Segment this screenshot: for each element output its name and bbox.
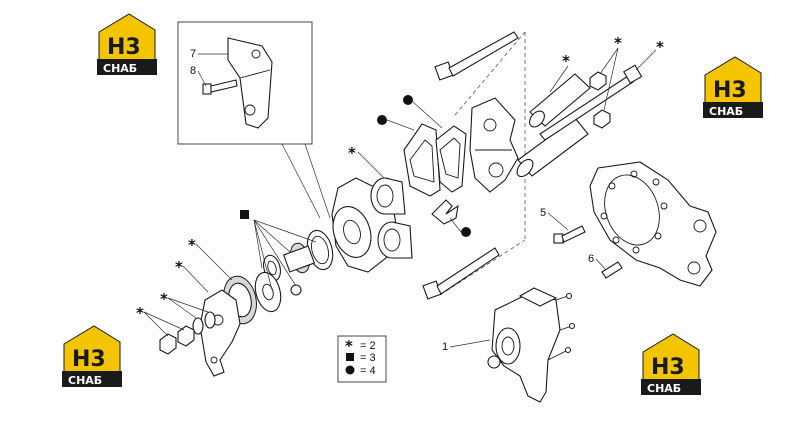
nut-lower-small (593, 109, 611, 129)
callout-7: 7 (190, 48, 196, 60)
logo-letters: Н3 (107, 35, 141, 60)
logo-letters: Н3 (72, 347, 106, 372)
pad-spring-clip (431, 199, 459, 225)
washer-small (290, 284, 302, 296)
sleeve-upper (529, 73, 591, 128)
bolt-part-8 (202, 79, 238, 95)
brake-pad-rear (435, 125, 467, 193)
logo-letters: Н3 (651, 355, 685, 380)
square-mark-seals (240, 210, 249, 219)
legend-star-symbol: * (345, 337, 353, 355)
bolt-right-upper (539, 64, 643, 141)
legend-circle-symbol (345, 365, 355, 375)
callout-6: 6 (588, 253, 594, 265)
assembled-caliper-part-1 (487, 287, 576, 403)
star-mark-flange: * (175, 258, 183, 276)
long-bolt-lower (422, 247, 500, 300)
quantity-legend: * = 2 = 3 = 4 (337, 335, 387, 383)
sleeve-lower (516, 117, 589, 178)
nut-upper-small (589, 71, 607, 91)
logo-word: СНАБ (647, 382, 681, 395)
star-mark-nuts: * (614, 34, 622, 52)
callout-5: 5 (540, 207, 546, 219)
seal-ring-medium (283, 242, 315, 274)
circle-mark-pad-rear (403, 95, 413, 105)
legend-square-text: = 3 (360, 352, 376, 364)
brake-pad-front (403, 123, 441, 197)
logo-top-left: Н3 СНАБ (97, 13, 157, 75)
legend-square-symbol (346, 353, 354, 361)
logo-bottom-left: Н3 СНАБ (62, 325, 122, 387)
washer-left-2 (192, 317, 204, 335)
star-mark-bolt: * (656, 38, 664, 56)
callout-1: 1 (442, 341, 448, 353)
piston-lower (377, 221, 413, 259)
star-mark-nuts-left: * (136, 304, 144, 322)
mounting-plate (589, 161, 717, 287)
callout-8: 8 (190, 65, 196, 77)
washer-left-1 (204, 311, 216, 329)
nut-left-1 (177, 325, 195, 347)
star-mark-sleeves: * (562, 52, 570, 70)
logo-word: СНАБ (103, 62, 137, 75)
star-mark-pistons: * (348, 144, 356, 162)
inset-pointer-line-2 (304, 143, 331, 219)
nut-left-2 (159, 333, 177, 355)
caliper-body (469, 97, 519, 193)
logo-top-right: Н3 СНАБ (703, 56, 763, 118)
dashed-axis-lower (439, 239, 526, 296)
pin-part-6 (601, 261, 623, 279)
piston-upper (370, 177, 406, 215)
star-mark-bearing: * (188, 236, 196, 254)
retaining-disc (254, 271, 282, 313)
star-mark-washers: * (160, 290, 168, 308)
logo-bottom-right: Н3 СНАБ (641, 333, 701, 395)
bracket-part-7 (227, 37, 273, 129)
detail-inset: 7 8 (177, 21, 331, 219)
logo-letters: Н3 (713, 78, 747, 103)
logo-band (97, 59, 157, 75)
inset-pointer-line-1 (281, 143, 321, 219)
bolt-part-5 (553, 225, 586, 244)
logo-house-shape (98, 13, 156, 61)
legend-circle-text: = 4 (360, 365, 376, 377)
legend-star-text: = 2 (360, 340, 376, 352)
long-bolt-upper (434, 31, 519, 81)
inset-frame (177, 21, 313, 145)
flange-bracket (199, 289, 241, 377)
logo-word: СНАБ (709, 105, 743, 118)
logo-word: СНАБ (68, 374, 102, 387)
circle-mark-clip (461, 227, 471, 237)
circle-mark-pad-front (377, 115, 387, 125)
